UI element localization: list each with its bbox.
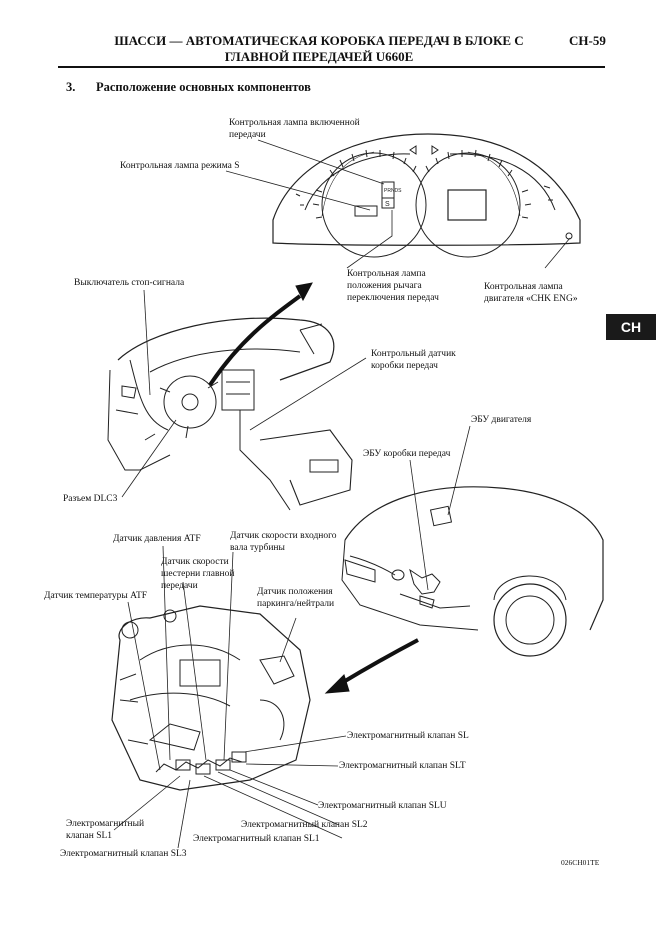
label-valve-slu: Электромагнитный клапан SLU [318,801,447,811]
transmission-leaders [113,545,347,849]
arrow-to-cluster [208,294,302,387]
label-transmission-sensor: Контрольный датчик коробки передач [371,349,456,371]
gauge-letter-prnds: PRNDS [384,188,402,194]
interior-leaders [121,289,367,498]
label-lever-position-lamp: Контрольная лампа положения рычага перек… [347,269,439,303]
instrument-cluster: PRNDS S [272,133,581,258]
label-atf-pressure-sensor: Датчик давления ATF [113,534,201,544]
dashboard-drawing [107,317,353,511]
section-title: Расположение основных компонентов [96,80,311,94]
label-check-engine-lamp: Контрольная лампа двигателя «CHK ENG» [484,282,578,304]
page-number: CH-59 [569,33,606,48]
cluster-leaders [225,139,571,269]
label-valve-slt: Электромагнитный клапан SLT [339,761,466,771]
label-gear-indicator-lamp: Контрольная лампа включенной передачи [229,118,360,140]
label-valve-sl1-left: Электромагнитный клапан SL1 [66,819,145,841]
car-leaders [409,425,471,591]
label-transmission-ecu: ЭБУ коробки передач [363,449,451,459]
label-s-mode-lamp: Контрольная лампа режима S [120,161,240,171]
gauge-letter-s: S [385,201,390,208]
arrow-to-transmission [338,638,419,686]
label-final-gear-speed-sensor: Датчик скорости шестерни главной передач… [161,557,235,591]
label-valve-sl1: Электромагнитный клапан SL1 [193,834,320,844]
car-drawing [341,486,604,657]
label-valve-sl2: Электромагнитный клапан SL2 [241,820,368,830]
header-title: ШАССИ — АВТОМАТИЧЕСКАЯ КОРОБКА ПЕРЕДАЧ В… [114,33,524,64]
label-atf-temp-sensor: Датчик температуры ATF [44,591,148,601]
header-divider [58,66,605,68]
label-stop-light-switch: Выключатель стоп-сигнала [74,278,185,288]
section-number: 3. [66,80,76,94]
label-turbine-speed-sensor: Датчик скорости входного вала турбины [230,531,337,553]
label-valve-sl3: Электромагнитный клапан SL3 [60,849,187,859]
label-valve-sl: Электромагнитный клапан SL [347,731,469,741]
label-engine-ecu: ЭБУ двигателя [471,415,532,425]
label-dlc3: Разъем DLC3 [63,494,118,504]
chapter-tab[interactable]: CH [606,314,656,340]
figure-code: 026CH01TE [561,858,600,867]
transmission-drawing [111,605,311,791]
label-park-neutral-sensor: Датчик положения паркинга/нейтрали [257,587,335,609]
